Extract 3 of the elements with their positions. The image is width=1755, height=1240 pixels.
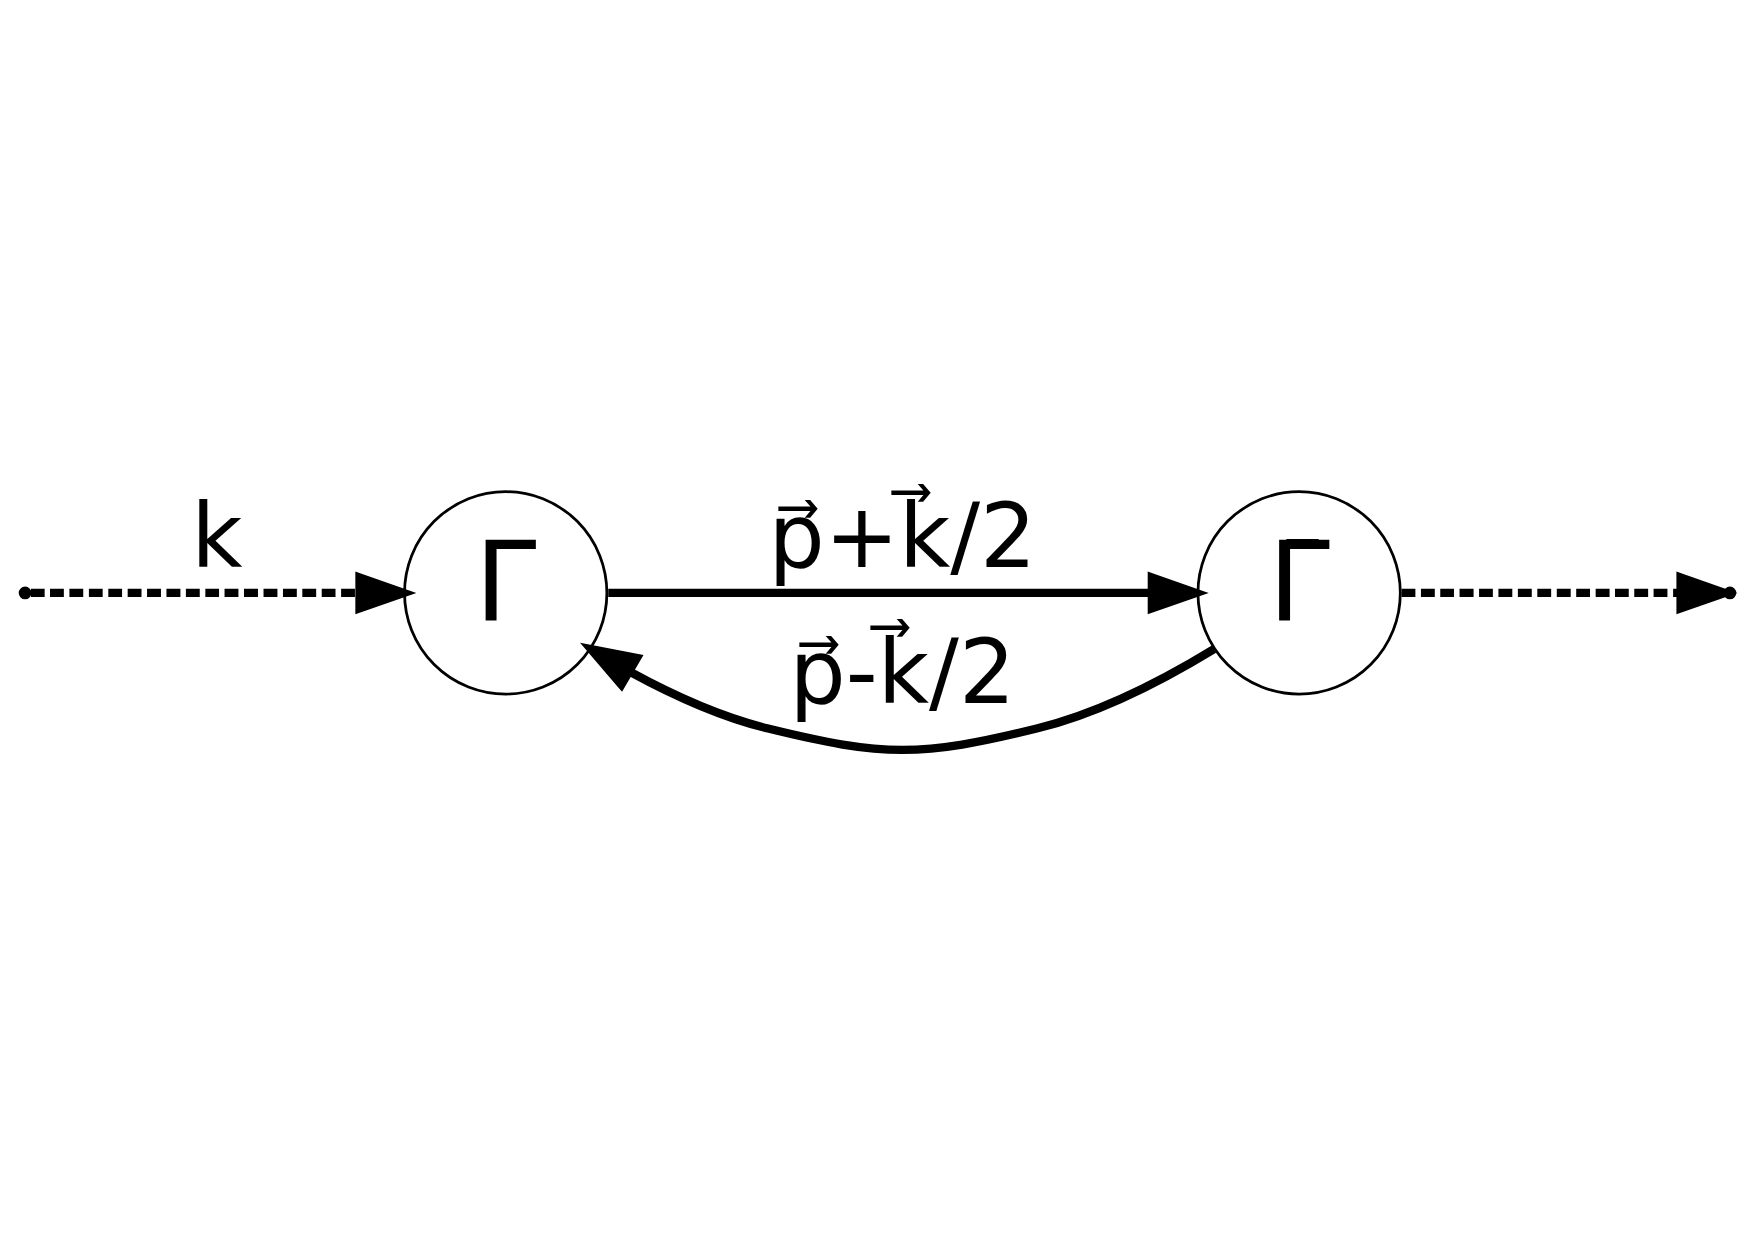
edge-label: p⃗-k⃗/2 (789, 620, 1016, 724)
edge-label: k (191, 484, 243, 588)
edge-label: p⃗+k⃗/2 (768, 484, 1037, 588)
